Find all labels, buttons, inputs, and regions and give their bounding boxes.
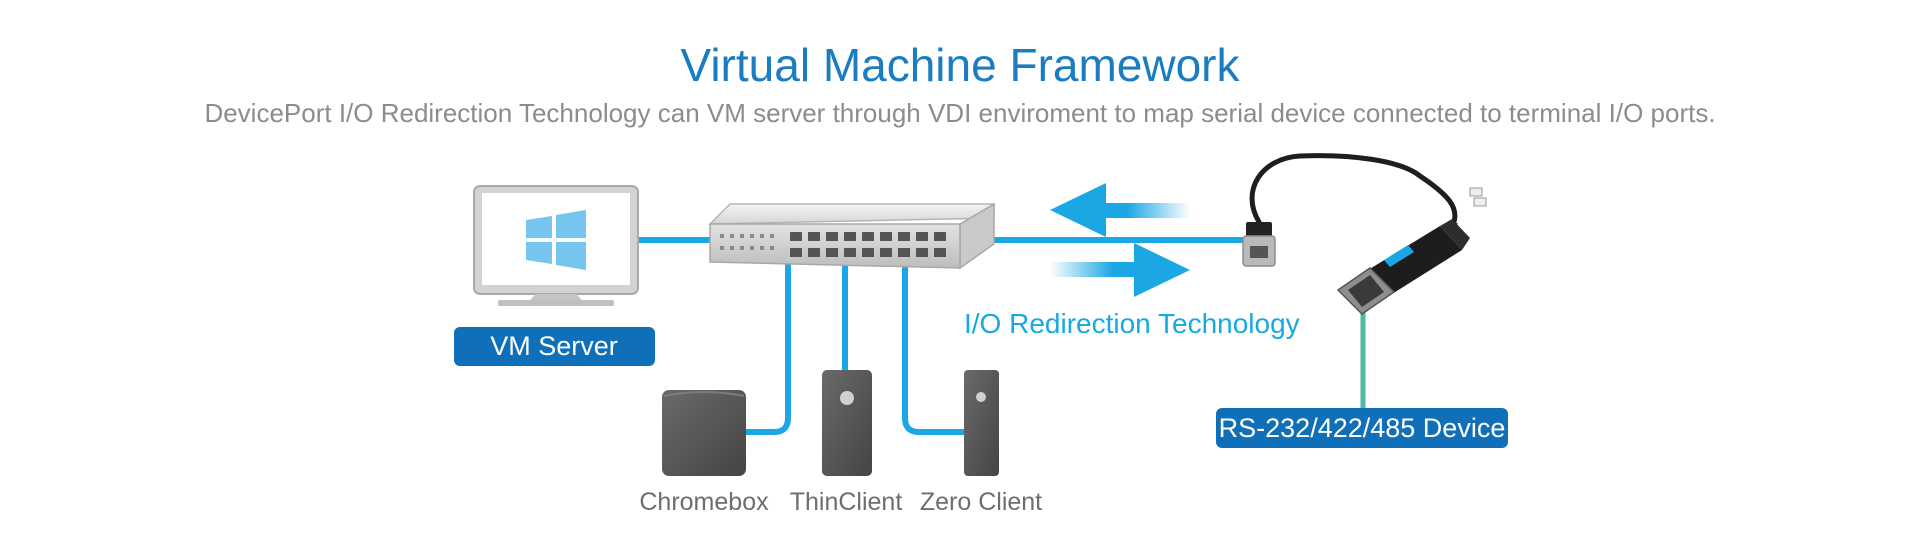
chromebox-label: Chromebox xyxy=(639,488,769,516)
page-subtitle: DevicePort I/O Redirection Technology ca… xyxy=(204,98,1716,128)
arrow-right-icon xyxy=(1050,243,1190,297)
arrow-left-icon xyxy=(1050,183,1190,237)
vm-server-label: VM Server xyxy=(454,327,655,366)
serial-device-label-text: RS-232/422/485 Device xyxy=(1219,413,1506,443)
network-cables xyxy=(633,237,1248,435)
windows-logo-icon xyxy=(526,210,586,270)
cable-switch-to-zeroclient xyxy=(902,259,968,435)
zero-client-label: Zero Client xyxy=(920,488,1042,516)
redirection-label: I/O Redirection Technology xyxy=(964,308,1300,339)
serial-device-label: RS-232/422/485 Device xyxy=(1216,408,1508,448)
network-switch-icon xyxy=(708,202,995,270)
vm-server-label-text: VM Server xyxy=(490,331,618,361)
monitor-icon xyxy=(473,185,639,306)
cable-switch-to-chromebox xyxy=(742,259,791,435)
db9-adapter-icon xyxy=(1336,219,1470,315)
chromebox-device xyxy=(662,390,746,476)
ethernet-cable-icon xyxy=(1242,153,1487,267)
thinclient-device xyxy=(822,370,872,476)
thinclient-label: ThinClient xyxy=(790,488,903,516)
page-title: Virtual Machine Framework xyxy=(680,39,1240,91)
zero-client-device xyxy=(964,370,999,476)
redirection-arrows xyxy=(1050,183,1190,297)
